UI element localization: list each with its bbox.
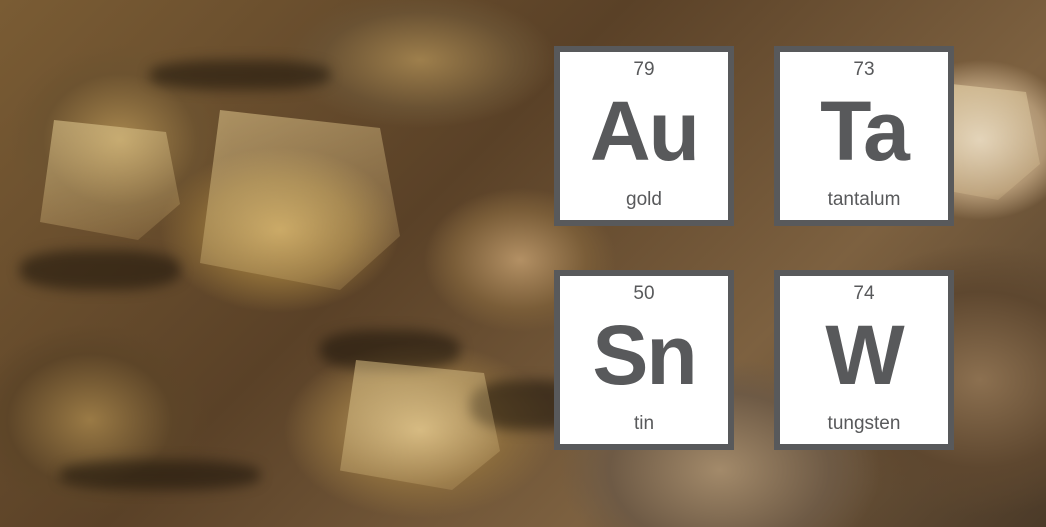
rock-shadow: [320, 330, 460, 370]
element-symbol: Ta: [820, 84, 910, 178]
element-symbol: Au: [590, 84, 700, 178]
element-tile-tin: 50 Sn tin: [554, 270, 734, 450]
atomic-number: 74: [853, 283, 875, 304]
atomic-number: 79: [633, 59, 655, 80]
element-tile-tantalum: 73 Ta tantalum: [774, 46, 954, 226]
rock-shadow: [150, 60, 330, 90]
element-symbol: Sn: [592, 308, 697, 402]
element-name: tantalum: [827, 189, 901, 210]
rock-shadow: [20, 250, 180, 290]
rock-highlight: [200, 110, 400, 290]
atomic-number: 73: [853, 59, 875, 80]
rock-shadow: [60, 460, 260, 490]
rock-highlight: [40, 120, 180, 240]
atomic-number: 50: [633, 283, 655, 304]
element-symbol: W: [825, 308, 904, 402]
element-name: tin: [633, 413, 655, 434]
rock-highlight: [340, 360, 500, 490]
element-tile-gold: 79 Au gold: [554, 46, 734, 226]
element-tile-tungsten: 74 W tungsten: [774, 270, 954, 450]
element-name: gold: [626, 189, 662, 210]
element-name: tungsten: [827, 413, 901, 434]
